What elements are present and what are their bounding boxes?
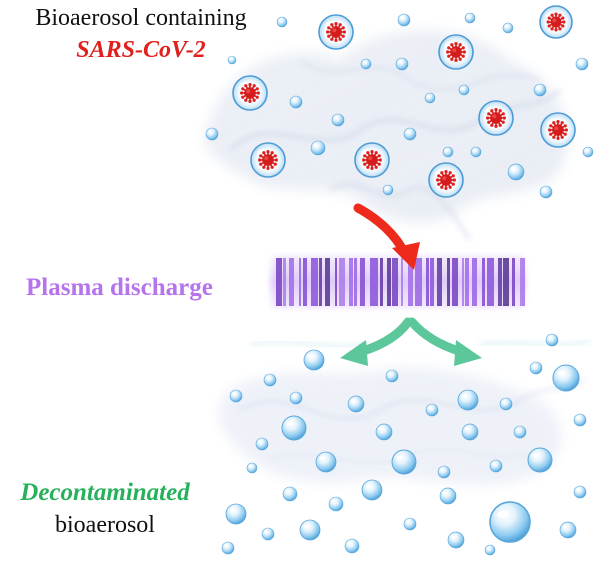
droplet <box>489 459 503 473</box>
virus-droplet <box>539 5 573 39</box>
label-bioaerosol-sars: Bioaerosol containing SARS-CoV-2 <box>6 4 276 64</box>
sars-cov-2-virion-icon <box>486 108 506 128</box>
droplet <box>263 373 277 387</box>
virus-droplets <box>232 5 576 198</box>
droplet <box>281 415 307 441</box>
droplet <box>552 364 580 392</box>
droplet <box>545 333 559 347</box>
droplet <box>221 541 235 555</box>
label-decontaminated: Decontaminated <box>20 479 190 506</box>
droplet <box>361 479 383 501</box>
droplet <box>470 146 482 158</box>
droplet <box>575 57 589 71</box>
droplet <box>385 369 399 383</box>
droplet <box>447 531 465 549</box>
sars-cov-2-virion-icon <box>240 83 260 103</box>
virus-droplet <box>318 14 354 50</box>
sars-cov-2-virion-icon <box>546 12 566 32</box>
droplet <box>464 12 476 24</box>
aerosol-cloud-top <box>204 30 568 241</box>
droplet <box>533 83 547 97</box>
droplet <box>382 184 394 196</box>
droplet <box>395 57 409 71</box>
droplet <box>458 84 470 96</box>
green-arrows-out-of-plasma <box>340 317 482 366</box>
droplet <box>328 496 344 512</box>
droplet <box>499 397 513 411</box>
virus-droplet <box>354 142 390 178</box>
label-plasma-discharge: Plasma discharge <box>26 274 213 301</box>
droplet <box>315 451 337 473</box>
droplets-bottom <box>221 333 587 556</box>
droplet <box>344 538 360 554</box>
droplet <box>229 389 243 403</box>
virus-droplet <box>428 162 464 198</box>
droplet <box>360 58 372 70</box>
droplet <box>424 92 436 104</box>
droplet <box>375 423 393 441</box>
droplet <box>299 519 321 541</box>
droplet <box>489 501 531 543</box>
droplet <box>391 449 417 475</box>
droplet <box>439 487 457 505</box>
sars-cov-2-virion-icon <box>548 120 568 140</box>
droplet <box>513 425 527 439</box>
label-bioaerosol: bioaerosol <box>55 512 155 538</box>
droplet <box>403 517 417 531</box>
sars-cov-2-virion-icon <box>446 42 466 62</box>
droplet <box>437 465 451 479</box>
droplet <box>289 95 303 109</box>
droplet <box>573 485 587 499</box>
droplet <box>529 361 543 375</box>
virus-droplet <box>438 34 474 70</box>
droplet <box>527 447 553 473</box>
plasma-glow <box>272 256 524 308</box>
droplet <box>461 423 479 441</box>
sars-cov-2-virion-icon <box>436 170 456 190</box>
droplet <box>310 140 326 156</box>
droplet <box>484 544 496 556</box>
virus-droplet <box>232 75 268 111</box>
droplets-top <box>205 12 594 199</box>
sars-cov-2-virion-icon <box>258 150 278 170</box>
droplet <box>425 403 439 417</box>
droplet <box>502 22 514 34</box>
label-bioaerosol-containing: Bioaerosol containing <box>35 5 247 31</box>
droplet <box>246 462 258 474</box>
droplet <box>261 527 275 541</box>
droplet <box>582 146 594 158</box>
droplet <box>225 503 247 525</box>
droplet <box>397 13 411 27</box>
sars-cov-2-virion-icon <box>362 150 382 170</box>
droplet <box>255 437 269 451</box>
droplet <box>331 113 345 127</box>
droplet <box>457 389 479 411</box>
droplet <box>403 127 417 141</box>
virus-droplet <box>478 100 514 136</box>
droplet <box>227 55 237 65</box>
virus-droplet <box>250 142 286 178</box>
virus-droplet <box>540 112 576 148</box>
red-arrow-into-plasma <box>353 203 420 270</box>
droplet <box>282 486 298 502</box>
droplet <box>347 395 365 413</box>
droplet <box>507 163 525 181</box>
droplet <box>573 413 587 427</box>
droplet <box>289 391 303 405</box>
sars-cov-2-virion-icon <box>326 22 346 42</box>
droplet <box>276 16 288 28</box>
droplet <box>205 127 219 141</box>
label-decontaminated-bioaerosol: Decontaminated bioaerosol <box>10 478 200 540</box>
droplet <box>539 185 553 199</box>
droplet <box>559 521 577 539</box>
droplet <box>442 146 454 158</box>
droplet <box>303 349 325 371</box>
plasma-discharge-band <box>270 250 526 314</box>
label-sars-cov-2: SARS-CoV-2 <box>76 37 206 63</box>
